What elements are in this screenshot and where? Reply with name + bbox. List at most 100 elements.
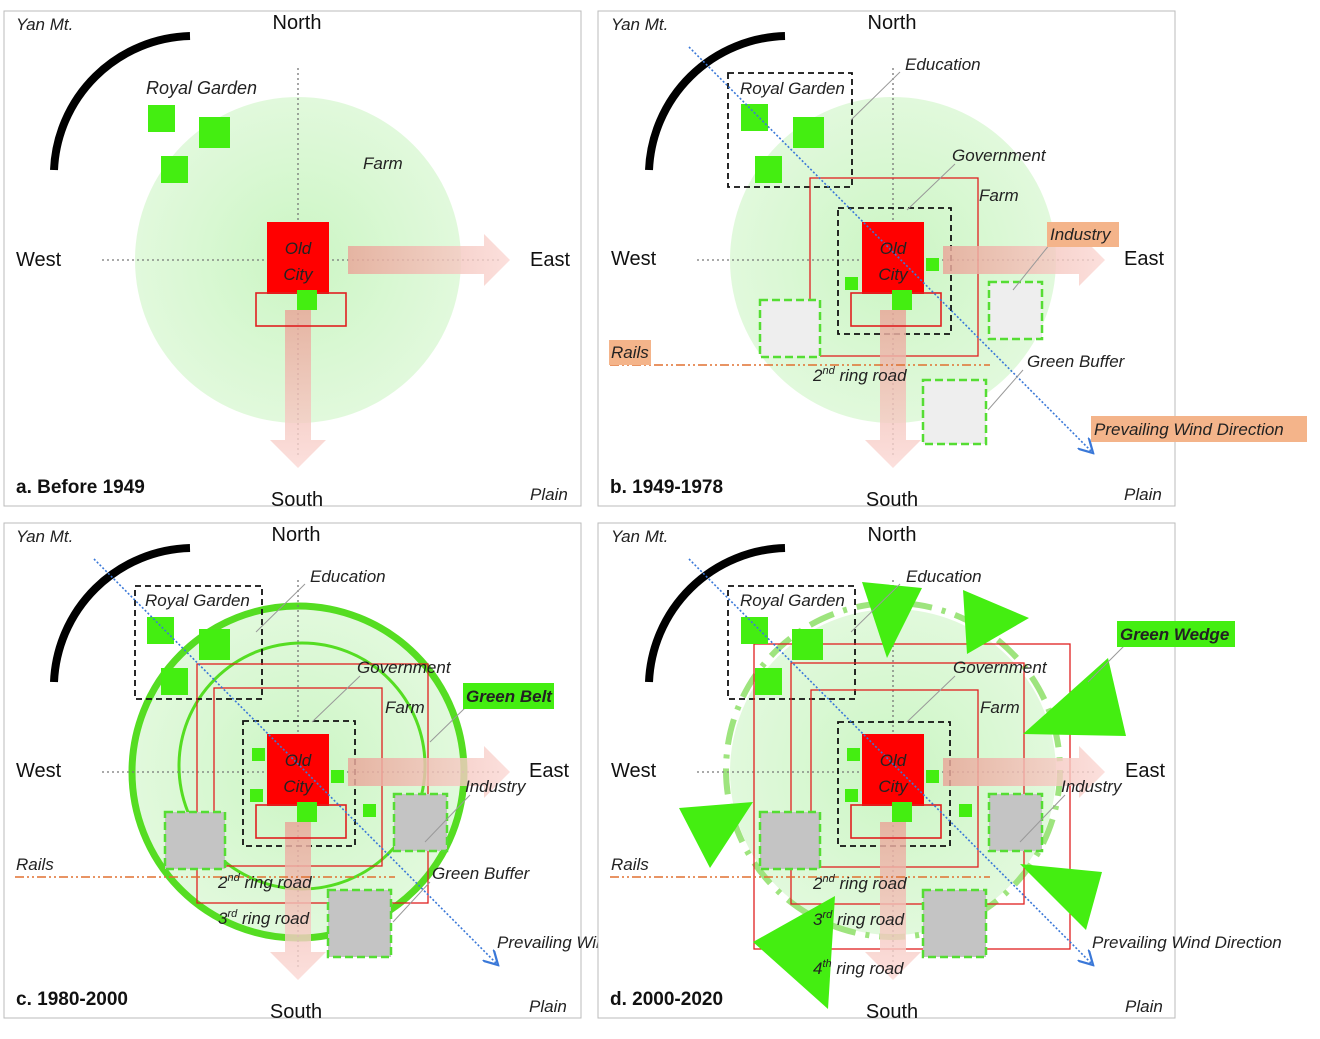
east-label: East [530, 249, 570, 271]
south-expansion-arrow [865, 822, 921, 980]
prevailing-wind-arrow [688, 558, 1092, 964]
farm-label: Farm [363, 154, 403, 173]
yan-mountain-arc [645, 32, 786, 171]
farm-label: Farm [979, 186, 1019, 205]
garden-square [892, 290, 912, 310]
wind-label: Prevailing Wind Direction [1094, 420, 1284, 439]
rails-label: Rails [16, 855, 54, 874]
industry-leader-line [1012, 243, 1051, 291]
industry-label: Industry [1061, 777, 1123, 796]
garden-square [199, 629, 230, 660]
north-label: North [868, 524, 917, 546]
prevailing-wind-arrow [93, 558, 497, 964]
green-buffer-zone [758, 298, 822, 359]
rails-tag [609, 340, 651, 365]
panel-caption: b. 1949-1978 [610, 477, 723, 498]
plain-label: Plain [1125, 997, 1163, 1016]
green-belt-leader-line [429, 706, 467, 743]
green-buffer-label: Green Buffer [1027, 352, 1126, 371]
panel-caption: a. Before 1949 [16, 477, 145, 498]
garden-square [741, 617, 768, 644]
west-label: West [611, 760, 657, 782]
east-label: East [529, 760, 569, 782]
royal-garden-label: Royal Garden [145, 591, 250, 610]
north-label: North [272, 524, 321, 546]
south-expansion-arrow [865, 310, 921, 468]
garden-square [755, 156, 782, 183]
industry-label: Industry [465, 777, 527, 796]
second-ring-road-label: 2nd ring road [812, 873, 907, 893]
wind-tag [1091, 416, 1307, 442]
old-city-label-line1: Old [880, 239, 907, 258]
garden-square [147, 617, 174, 644]
yan-mountain-arc [50, 544, 191, 683]
industry-tag [1047, 222, 1119, 247]
garden-square [148, 105, 175, 132]
mountain-label: Yan Mt. [611, 527, 668, 546]
green-wedge [1023, 658, 1126, 736]
green-buffer-label: Green Buffer [432, 864, 531, 883]
garden-square [297, 802, 317, 822]
south-expansion-arrow [270, 822, 326, 980]
education-label: Education [906, 567, 982, 586]
garden-square [892, 802, 912, 822]
garden-square [792, 629, 823, 660]
old-city-block [267, 222, 329, 294]
wind-label: Prevailing Wind Direction [1092, 933, 1282, 952]
east-expansion-arrow [943, 746, 1105, 798]
education-leader-line [850, 71, 901, 121]
yan-mountain-arc [50, 32, 191, 171]
panel-c: Yan Mt. North South West East Royal Gard… [3, 522, 687, 1023]
education-label: Education [905, 55, 981, 74]
garden-square [363, 804, 376, 817]
garden-square [161, 668, 188, 695]
royal-garden-label: Royal Garden [740, 79, 845, 98]
green-buffer-zone [987, 792, 1044, 853]
garden-square [926, 770, 939, 783]
third-ring-road-label: 3rd ring road [813, 909, 905, 929]
rails-label: Rails [611, 855, 649, 874]
government-label: Government [953, 658, 1048, 677]
farm-label: Farm [980, 698, 1020, 717]
green-wedge [862, 582, 922, 658]
garden-square [297, 290, 317, 310]
mountain-label: Yan Mt. [16, 15, 73, 34]
green-wedge-label: Green Wedge [1120, 625, 1229, 644]
west-label: West [611, 248, 657, 270]
prevailing-wind-arrow [688, 46, 1092, 452]
garden-square [755, 668, 782, 695]
west-label: West [16, 249, 62, 271]
panel-caption: c. 1980-2000 [16, 989, 128, 1010]
green-buffer-zone [987, 280, 1044, 341]
green-wedge [1020, 864, 1102, 930]
education-label: Education [310, 567, 386, 586]
industry-leader-line [424, 794, 471, 843]
education-zone [134, 585, 263, 700]
royal-garden-label: Royal Garden [146, 78, 257, 98]
old-city-label-line2: City [878, 265, 909, 284]
old-city-label-line1: Old [880, 751, 907, 770]
education-zone [727, 72, 853, 188]
south-label: South [866, 489, 918, 511]
green-wedge-leader-line [1087, 644, 1126, 683]
farm-label: Farm [385, 698, 425, 717]
old-city-label-line2: City [878, 777, 909, 796]
rails-label: Rails [611, 343, 649, 362]
old-city-label-line2: City [283, 265, 314, 284]
garden-square [331, 770, 344, 783]
panel-caption: d. 2000-2020 [610, 989, 723, 1010]
education-leader-line [255, 583, 306, 633]
green-wedge [963, 590, 1029, 654]
royal-garden-label: Royal Garden [740, 591, 845, 610]
east-label: East [1124, 248, 1164, 270]
green-wedge-tag [1117, 621, 1235, 647]
garden-square [741, 104, 768, 131]
government-leader-line [311, 675, 361, 723]
old-city-block [862, 734, 924, 806]
industry-leader-line [1019, 794, 1066, 843]
north-label: North [273, 12, 322, 34]
garden-square [959, 804, 972, 817]
garden-square [793, 117, 824, 148]
garden-square [845, 277, 858, 290]
fourth-ring-road [753, 643, 1071, 950]
